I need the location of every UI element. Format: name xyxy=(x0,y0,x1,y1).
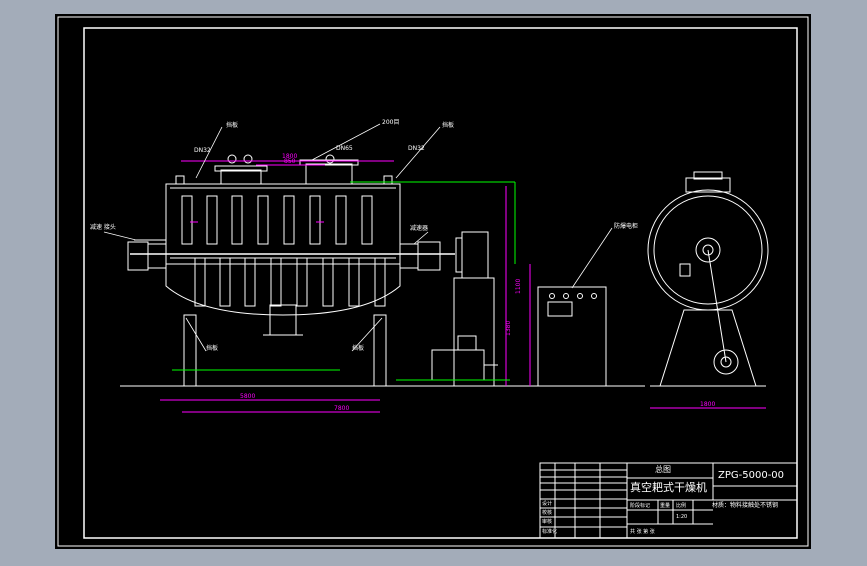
outer-frame xyxy=(57,16,809,547)
label-manhole: 200目 xyxy=(382,119,399,126)
control-box xyxy=(537,286,607,387)
label-support-right: 挡板 xyxy=(352,344,364,352)
dim-side-width: 1800 xyxy=(700,401,715,408)
drawing-number: ZPG-5000-00 xyxy=(718,470,784,481)
dim-top-span: 1800 xyxy=(282,153,297,160)
row-check: 校核 xyxy=(542,509,552,516)
drive-assembly xyxy=(431,231,498,387)
header-scale: 比例 xyxy=(676,502,686,509)
paper-sheet xyxy=(55,14,811,549)
dim-height-a: 1100 xyxy=(515,279,522,294)
label-control-box: 防爆电柜 xyxy=(614,222,638,230)
inner-border xyxy=(83,27,798,539)
annotation-leaders xyxy=(103,123,613,352)
label-outlet-right: DN32 xyxy=(408,145,425,152)
label-nozzle-mid: DN65 xyxy=(336,145,353,152)
dim-total-length: 7800 xyxy=(334,405,349,412)
row-standard: 标准化 xyxy=(542,528,557,535)
title-block-rows: 设计 校核 审核 标准化 阶段标记 重量 比例 1:20 共 张 第 张 xyxy=(542,500,687,535)
dimension-labels: 1800 850 7800 5800 1100 1380 1800 xyxy=(240,153,715,412)
header-stage: 阶段标记 xyxy=(630,502,650,509)
label-flange-right: 挡板 xyxy=(442,121,454,129)
dim-base-length: 5800 xyxy=(240,393,255,400)
row-design: 设计 xyxy=(542,500,552,507)
label-reducer: 减速器 xyxy=(410,224,428,232)
drawing-subtitle: 总图 xyxy=(655,464,671,474)
label-outlet-left: DN32 xyxy=(194,147,211,154)
sheet-count: 共 张 第 张 xyxy=(630,528,655,535)
title-block xyxy=(539,462,798,539)
header-weight: 重量 xyxy=(660,502,670,509)
dim-height-b: 1380 xyxy=(505,321,512,336)
callout-labels: 挡板 挡板 200目 DN32 DN65 DN32 减速 接头 减速器 防爆电柜… xyxy=(90,119,638,352)
end-view-vessel xyxy=(647,171,769,387)
material-note: 材质：物料接触处不锈钢 xyxy=(712,501,778,509)
scale-value: 1:20 xyxy=(676,514,687,520)
row-review: 审核 xyxy=(542,518,552,525)
label-drive-joint: 减速 接头 xyxy=(90,223,116,231)
dryer-body xyxy=(127,154,441,387)
drawing-title: 真空耙式干燥机 xyxy=(630,480,707,494)
rake-arms xyxy=(181,195,386,307)
dim-nozzle-pitch: 850 xyxy=(284,158,296,165)
leader-lines xyxy=(172,181,516,381)
label-flange-left: 挡板 xyxy=(226,121,238,129)
label-support-left: 挡板 xyxy=(206,344,218,352)
dimension-lines xyxy=(160,160,766,413)
